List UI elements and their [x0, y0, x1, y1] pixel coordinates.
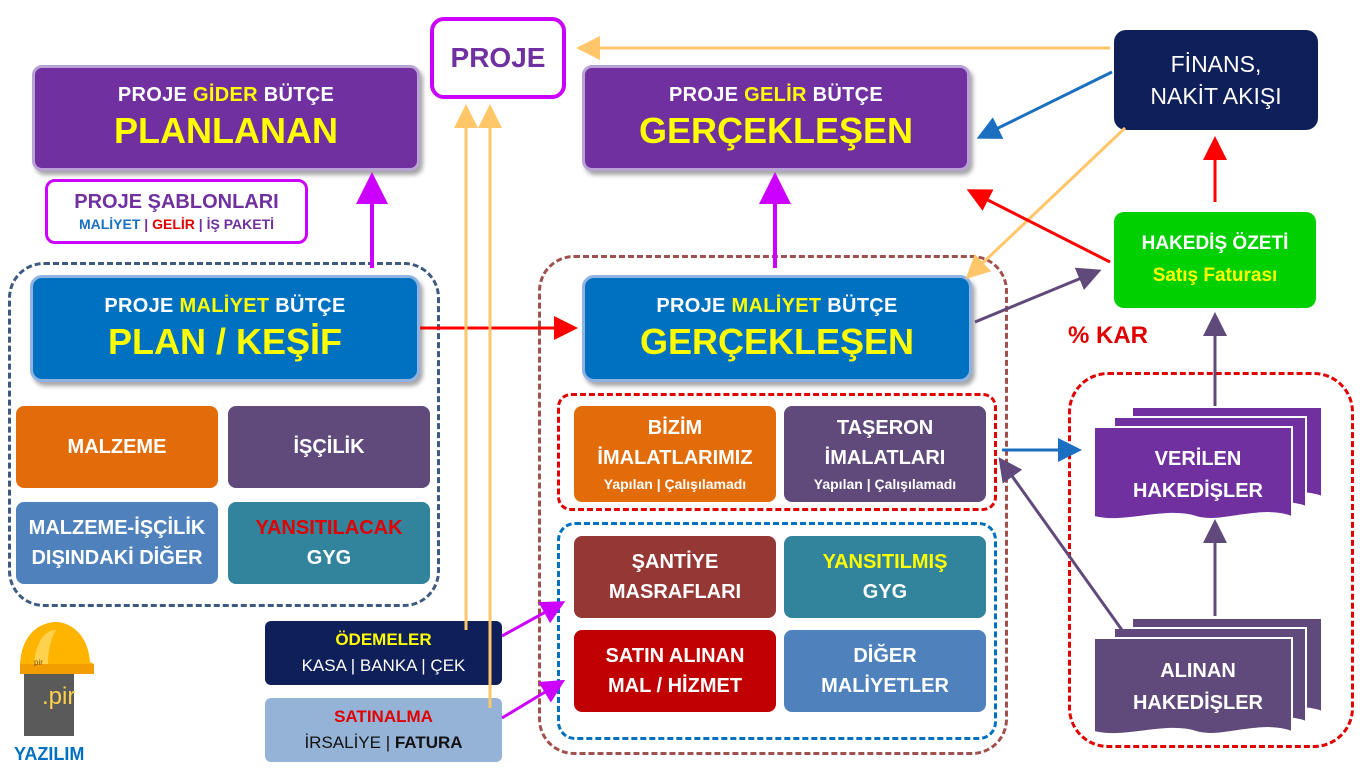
finans-line2: NAKİT AKIŞI [1150, 83, 1282, 109]
iscilik-tile: İŞÇİLİK [228, 406, 430, 488]
gelir-butce-title: PROJE GELİR BÜTÇE [668, 84, 884, 106]
verilen-line1: VERİLEN [1155, 447, 1242, 470]
gelir-butce-box: PROJE GELİR BÜTÇE GERÇEKLEŞEN [582, 65, 970, 171]
gelir-butce-main: GERÇEKLEŞEN [638, 110, 914, 151]
verilen-hakedis-shape: VERİLEN HAKEDİŞLER [1093, 406, 1323, 521]
arrow-odemeler-to-masraf [501, 601, 566, 638]
hakedis-ozeti-line1: HAKEDİŞ ÖZETİ [1141, 233, 1289, 254]
satinalma-title: SATINALMA [334, 707, 433, 726]
alinan-line2: HAKEDİŞLER [1133, 691, 1264, 714]
alinan-line1: ALINAN [1160, 660, 1236, 682]
sablonlar-box: PROJE ŞABLONLARI MALİYET | GELİR | İŞ PA… [45, 179, 308, 244]
malzeme-tile: MALZEME [16, 406, 218, 488]
arrow-alinan-to-taseron [998, 457, 1124, 631]
kar-label: % KAR [1067, 322, 1148, 349]
pir-logo: pir .pir YAZILIM [14, 622, 94, 764]
odemeler-sub: KASA | BANKA | ÇEK [301, 656, 466, 675]
arrow-gercek-to-hakedis [974, 267, 1102, 324]
verilen-line2: HAKEDİŞLER [1133, 479, 1264, 502]
sablonlar-items: MALİYET | GELİR | İŞ PAKETİ [78, 215, 275, 232]
proje-node: PROJE [430, 17, 566, 99]
odemeler-box: ÖDEMELER KASA | BANKA | ÇEK [265, 621, 502, 685]
alinan-hakedis-shape: ALINAN HAKEDİŞLER [1093, 617, 1323, 736]
arrow-finans-to-gelir [976, 70, 1113, 139]
maliyet-plan-main: PLAN / KEŞİF [107, 320, 343, 362]
logo-small: pir [34, 658, 43, 667]
logo-caption: YAZILIM [14, 744, 84, 764]
plan-group [8, 262, 440, 607]
sablonlar-title: PROJE ŞABLONLARI [74, 190, 279, 213]
gider-butce-title: PROJE GİDER BÜTÇE [117, 84, 335, 106]
gider-butce-box: PROJE GİDER BÜTÇE PLANLANAN [32, 65, 420, 171]
maliyet-plan-title: PROJE MALİYET BÜTÇE [104, 294, 346, 317]
satinalma-sub: İRSALİYE | FATURA [304, 733, 463, 752]
arrow-finans-to-gercek [965, 126, 1127, 280]
masraf-group [557, 522, 997, 740]
logo-brand: .pir [42, 683, 75, 710]
finans-line1: FİNANS, [1170, 51, 1262, 77]
satinalma-box: SATINALMA İRSALİYE | FATURA [265, 698, 502, 762]
maliyet-gercek-box: PROJE MALİYET BÜTÇE GERÇEKLEŞEN [582, 275, 972, 382]
proje-label: PROJE [450, 42, 546, 73]
hakedis-ozeti-line2: Satış Faturası [1152, 265, 1278, 286]
maliyet-gercek-title: PROJE MALİYET BÜTÇE [656, 294, 898, 317]
imalat-group [557, 393, 997, 511]
odemeler-title: ÖDEMELER [335, 630, 432, 649]
hakedis-group [1068, 372, 1354, 748]
gider-butce-main: PLANLANAN [114, 110, 338, 151]
arrow-satinalma-to-masraf [501, 679, 566, 720]
arrow-hakedis-to-gelir [966, 189, 1111, 264]
maliyet-plan-box: PROJE MALİYET BÜTÇE PLAN / KEŞİF [30, 275, 420, 382]
maliyet-gercek-main: GERÇEKLEŞEN [639, 320, 915, 362]
finans-box: FİNANS, NAKİT AKIŞI [1114, 30, 1318, 130]
hakedis-ozeti-box: HAKEDİŞ ÖZETİ Satış Faturası [1114, 212, 1316, 308]
